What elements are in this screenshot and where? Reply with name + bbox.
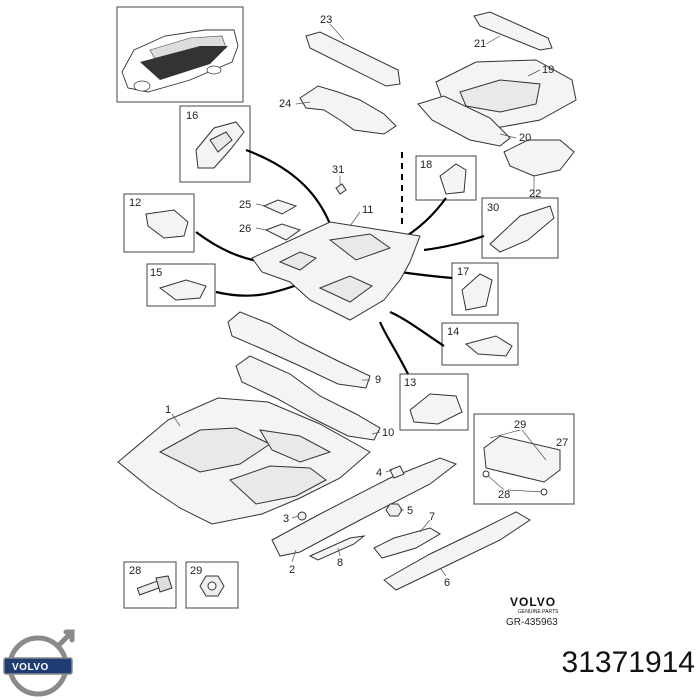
- inset-box-18: 18: [415, 155, 477, 201]
- brand-block: VOLVO GENUINE PARTS GR-435963: [506, 595, 559, 628]
- callout-11: 11: [362, 204, 373, 216]
- inset-box-16: 16: [179, 105, 251, 183]
- part-3-clip: [297, 511, 307, 521]
- callout-4: 4: [376, 467, 382, 479]
- reference-number: GR-435963: [506, 617, 558, 628]
- inset-box-15: 15: [146, 263, 216, 307]
- part-11-floor-panel: [251, 221, 421, 321]
- inset-box-13: 13: [399, 373, 469, 431]
- callout-6: 6: [444, 577, 450, 589]
- callout-20: 20: [519, 132, 531, 144]
- callout-7: 7: [429, 511, 435, 523]
- callout-31: 31: [332, 164, 344, 176]
- logo-wordmark: VOLVO: [12, 662, 49, 673]
- part-20-rear-panel: [417, 95, 511, 147]
- inset-box-28-bolt: 28: [123, 561, 177, 609]
- callout-5: 5: [407, 505, 413, 517]
- inset-box-30: 30: [481, 197, 559, 259]
- inset-label-14: 14: [447, 326, 459, 338]
- inset-label-29-nut: 29: [190, 565, 202, 577]
- part-21-rear-crossmember: [473, 11, 553, 51]
- inset-label-12: 12: [129, 197, 141, 209]
- callout-10: 10: [382, 427, 394, 439]
- part-5-nut: [385, 503, 403, 517]
- inset-box-14: 14: [441, 322, 519, 366]
- callout-26: 26: [239, 223, 251, 235]
- part-8-strip: [308, 535, 366, 561]
- callout-1: 1: [165, 404, 171, 416]
- part-6-side-member: [383, 511, 531, 591]
- part-22-bracket: [503, 139, 575, 177]
- inset-box-29-nut: 29: [185, 561, 239, 609]
- inset-box-27-29: 29 27 28: [473, 413, 575, 505]
- callout-numbers: 1 2 3 4 5 6 7 8 9 10 11 23 24 25 26 31 2…: [165, 14, 554, 589]
- part-31-clip: [335, 183, 347, 195]
- inset-box-17: 17: [451, 262, 499, 316]
- car-silhouette-icon: [121, 29, 239, 93]
- callout-22: 22: [529, 188, 541, 200]
- inset-label-29: 29: [514, 419, 526, 431]
- part-1-floor-assembly: [117, 397, 371, 525]
- part-9-tunnel-member: [227, 311, 371, 389]
- part-23-crossmember: [305, 31, 401, 87]
- leader-lines: [171, 23, 541, 577]
- brand-name: VOLVO: [510, 595, 556, 609]
- inset-box-12: 12: [123, 193, 195, 253]
- inset-label-27: 27: [556, 437, 568, 449]
- bolt-icon: [136, 575, 173, 596]
- part-number: 31371914: [561, 646, 695, 679]
- callout-24: 24: [279, 98, 291, 110]
- callout-2: 2: [289, 564, 295, 576]
- callout-25: 25: [239, 199, 251, 211]
- volvo-logo-icon: VOLVO: [3, 629, 75, 697]
- callout-3: 3: [283, 513, 289, 525]
- callout-9: 9: [375, 374, 381, 386]
- inset-label-16: 16: [186, 110, 198, 122]
- part-7-reinforcement: [373, 527, 441, 559]
- nut-icon: [199, 575, 225, 597]
- inset-label-18: 18: [420, 159, 432, 171]
- callout-19: 19: [542, 64, 554, 76]
- inset-label-28-bolt: 28: [129, 565, 141, 577]
- inset-label-15: 15: [150, 267, 162, 279]
- part-4-clip: [389, 465, 405, 479]
- inset-label-30: 30: [487, 202, 499, 214]
- car-thumbnail: [116, 6, 244, 103]
- part-24-bracket: [299, 85, 397, 135]
- part-2-side-sill: [271, 457, 458, 557]
- brand-tagline: GENUINE PARTS: [518, 609, 559, 615]
- callout-23: 23: [320, 14, 332, 26]
- part-25-26-plates: [262, 199, 302, 241]
- part-10-tunnel-member: [235, 355, 381, 441]
- callout-21: 21: [474, 38, 486, 50]
- inset-label-13: 13: [404, 377, 416, 389]
- inset-label-28: 28: [498, 489, 510, 501]
- inset-label-17: 17: [457, 266, 469, 278]
- callout-8: 8: [337, 557, 343, 569]
